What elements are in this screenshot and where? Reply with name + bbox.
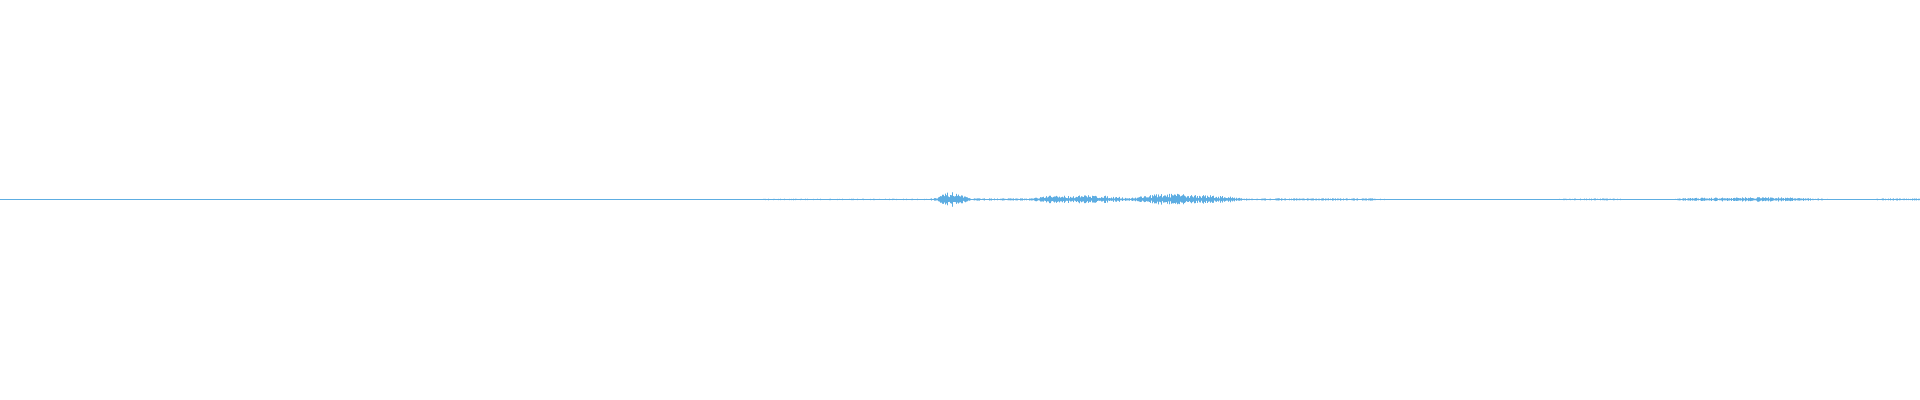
waveform-samples xyxy=(763,192,1920,207)
